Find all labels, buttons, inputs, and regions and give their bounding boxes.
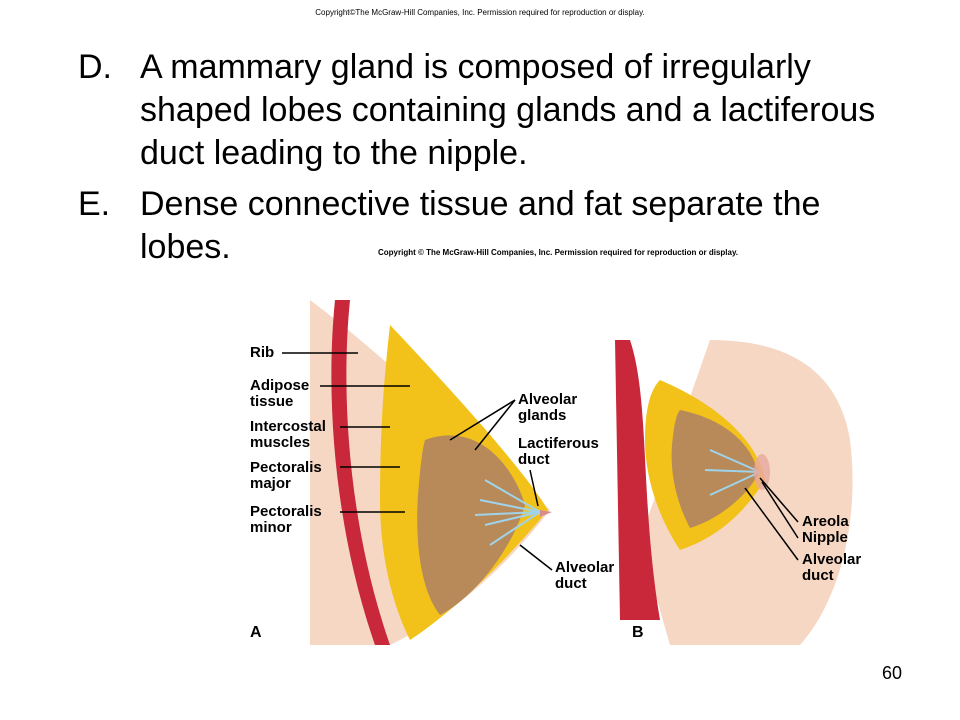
panel-a-illustration xyxy=(310,300,552,645)
label-pectoralis-major: Pectoralis major xyxy=(250,459,322,492)
mammary-gland-figure: Rib Adipose tissue Intercostal muscles P… xyxy=(240,300,880,650)
bullet-text: A mammary gland is composed of irregular… xyxy=(140,48,876,172)
panel-b-letter: B xyxy=(632,624,644,641)
figure-copyright-notice: Copyright © The McGraw-Hill Companies, I… xyxy=(378,248,739,257)
bullet-list: D. A mammary gland is composed of irregu… xyxy=(78,46,898,277)
label-rib: Rib xyxy=(250,344,275,361)
bullet-text: Dense connective tissue and fat separate… xyxy=(140,185,821,266)
leader-lines xyxy=(282,352,799,571)
panel-b-illustration xyxy=(615,340,853,645)
label-nipple: Nipple xyxy=(802,529,848,546)
label-intercostal-muscles: Intercostal muscles xyxy=(250,418,326,451)
bullet-d: D. A mammary gland is composed of irregu… xyxy=(78,46,898,175)
bullet-e: E. Dense connective tissue and fat separ… xyxy=(78,183,898,269)
panel-a-letter: A xyxy=(250,624,262,641)
bullet-letter: E. xyxy=(78,185,111,223)
label-pectoralis-minor: Pectoralis minor xyxy=(250,503,322,536)
anatomy-illustration xyxy=(282,300,853,645)
top-copyright-notice: Copyright©The McGraw-Hill Companies, Inc… xyxy=(315,8,645,17)
label-areola: Areola xyxy=(802,513,849,530)
label-adipose-tissue: Adipose tissue xyxy=(250,377,310,410)
page-number: 60 xyxy=(881,663,902,683)
label-lactiferous-duct: Lactiferous duct xyxy=(518,435,599,468)
label-alveolar-duct-b: Alveolar duct xyxy=(802,551,862,584)
label-alveolar-duct-a: Alveolar duct xyxy=(555,559,615,592)
label-alveolar-glands: Alveolar glands xyxy=(518,391,578,424)
bullet-letter: D. xyxy=(78,48,112,86)
